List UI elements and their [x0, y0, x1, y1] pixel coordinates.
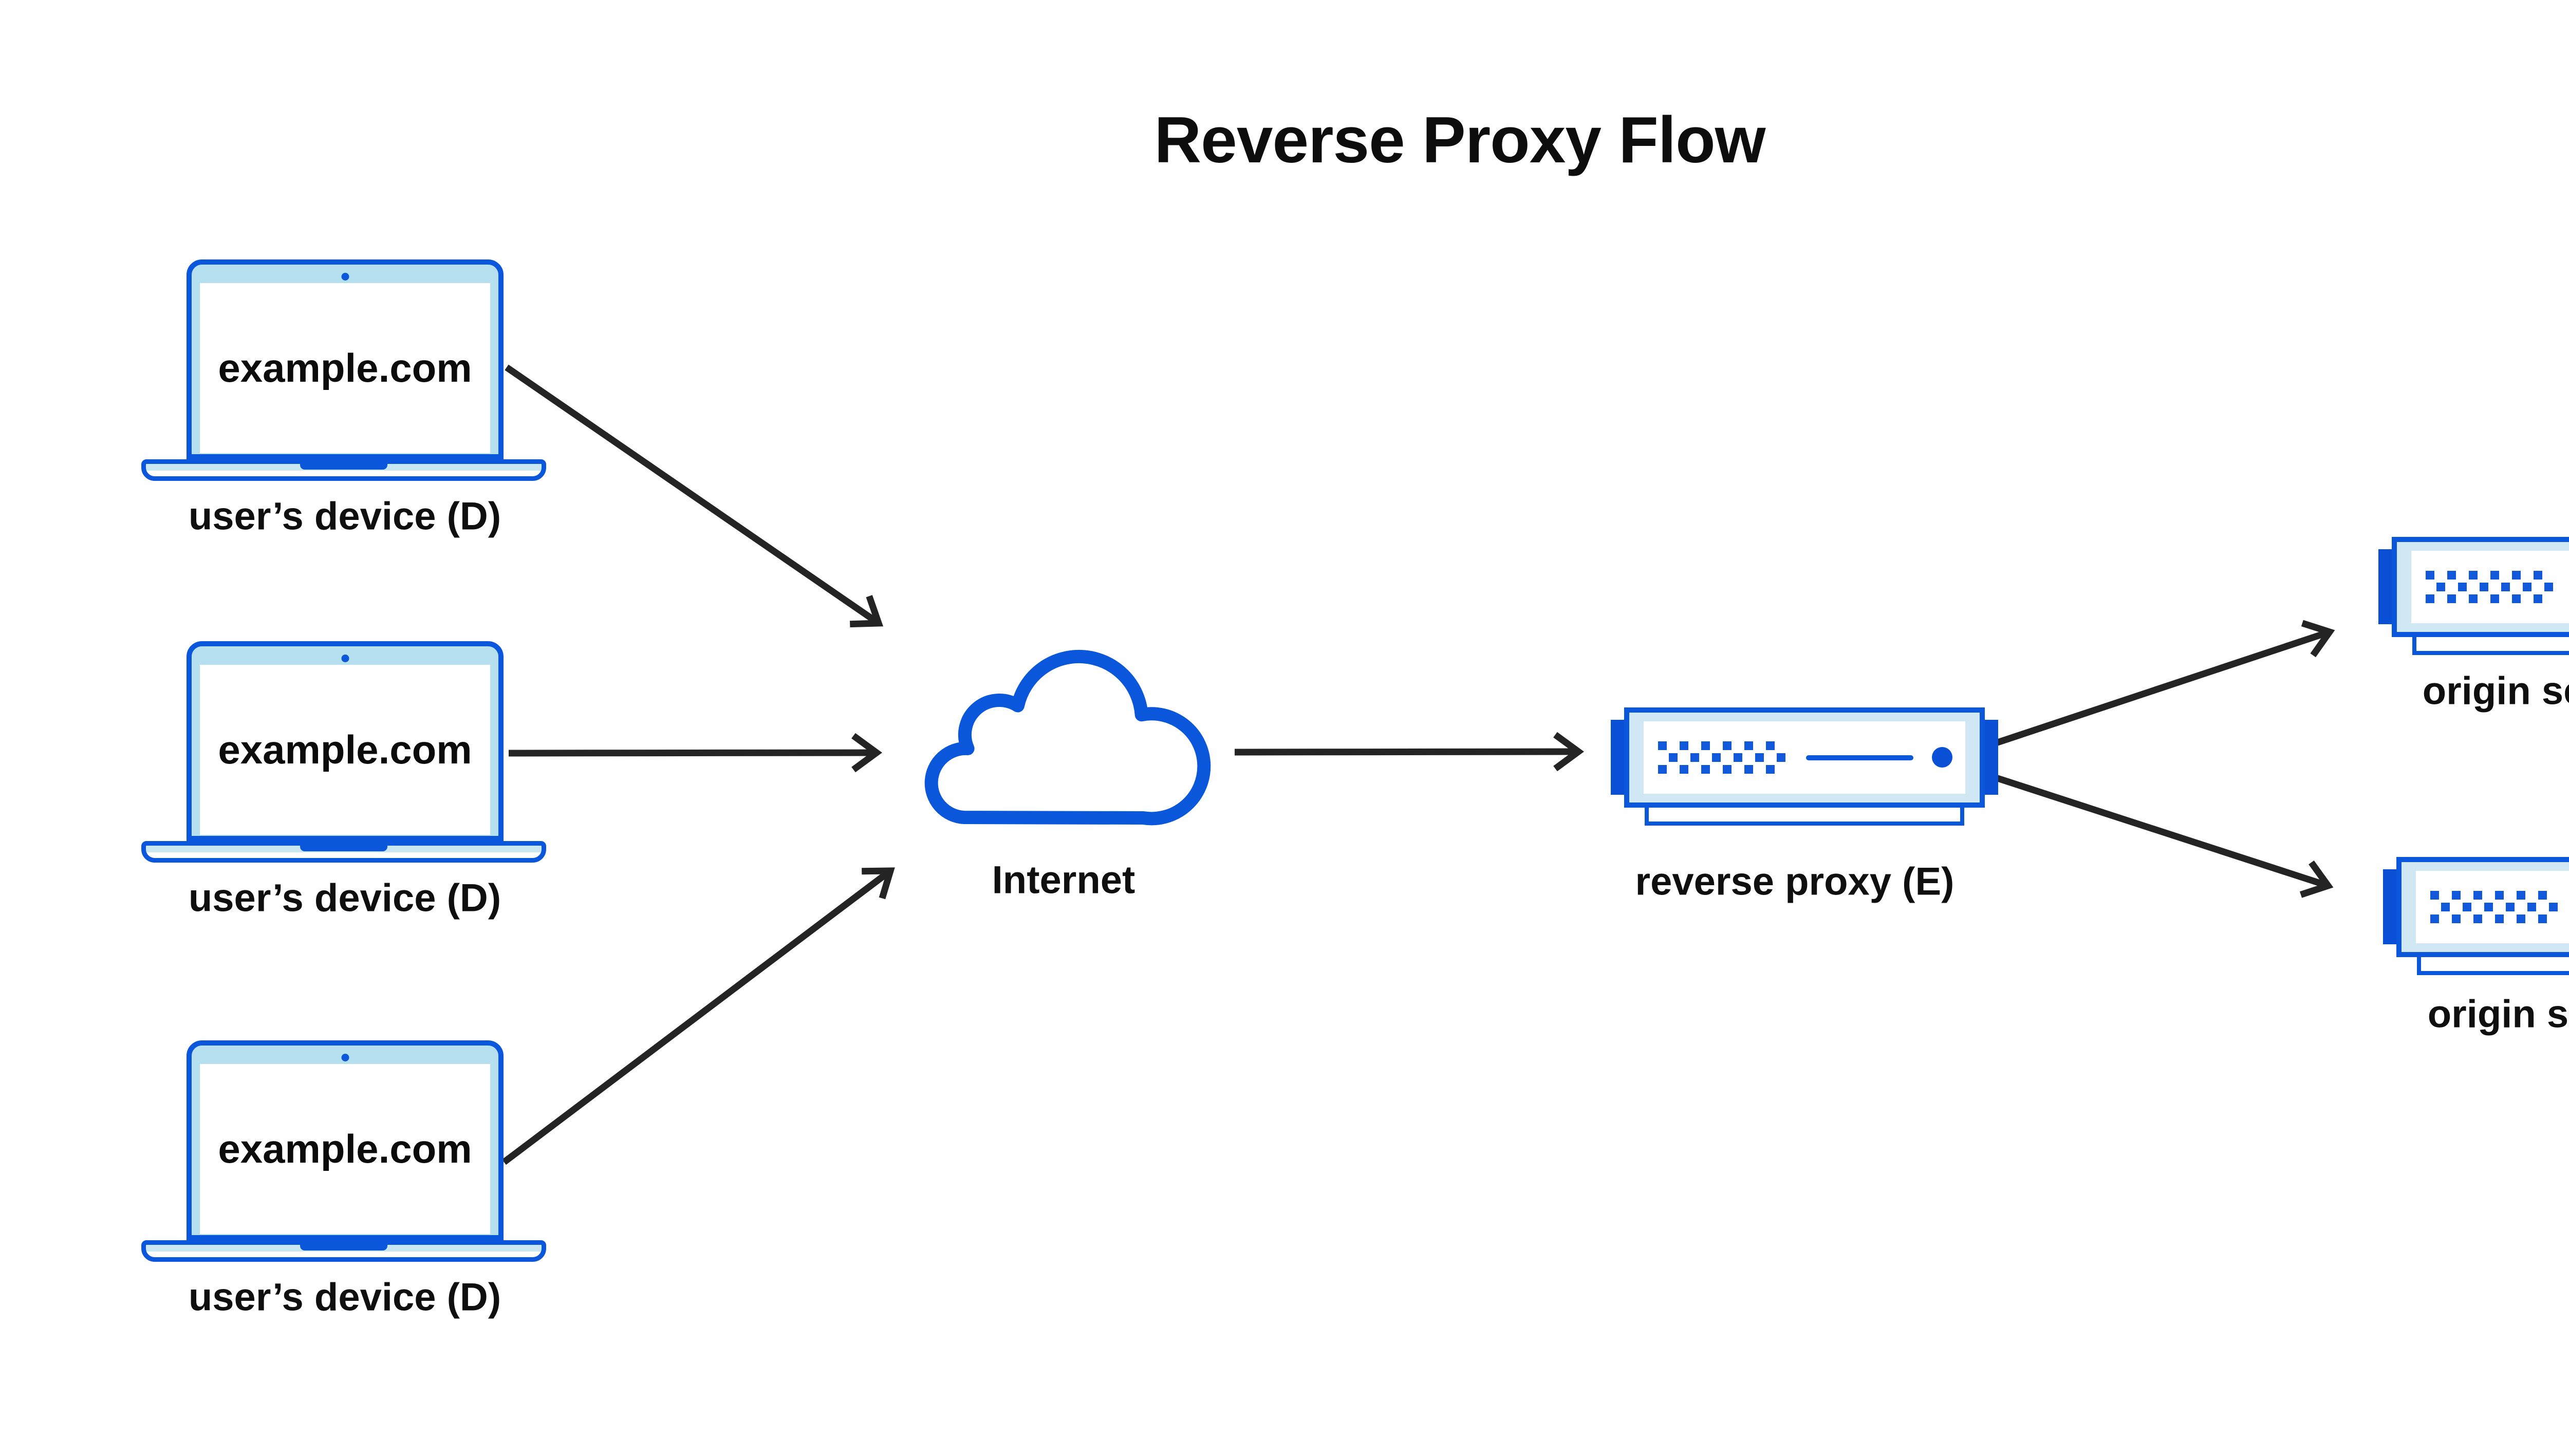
server-side-tab-icon [1983, 720, 1998, 795]
drive-slot-icon [1806, 755, 1913, 760]
server-icon [1624, 707, 1985, 808]
laptop-screen: example.com [200, 665, 490, 835]
laptop-icon: example.com [187, 1040, 504, 1240]
vent-pattern-icon [1658, 741, 1785, 774]
page-title: Reverse Proxy Flow [1154, 103, 1765, 176]
laptop-icon: example.com [187, 641, 504, 841]
origin-server-1 [2378, 537, 2569, 658]
origin-server-2-label: origin server (F) [2427, 992, 2569, 1036]
screen-url: example.com [218, 727, 472, 772]
camera-dot-icon [341, 273, 349, 281]
screen-url: example.com [218, 1126, 472, 1171]
server-icon [2396, 857, 2569, 957]
origin-server-1-label: origin server (F) [2422, 669, 2569, 713]
vent-pattern-icon [2430, 891, 2558, 923]
screen-url: example.com [218, 345, 472, 390]
user-device-2: example.com user’s device (D) [141, 641, 546, 929]
server-side-tab-icon [2383, 869, 2398, 944]
origin-server-2 [2383, 857, 2569, 978]
vent-pattern-icon [2426, 571, 2553, 603]
laptop-icon: example.com [187, 259, 504, 459]
laptop-base [141, 1240, 546, 1262]
arrow-proxy-to-origin1 [1991, 620, 2335, 748]
reverse-proxy-server [1611, 707, 1998, 828]
server-face [2411, 551, 2569, 623]
device-label: user’s device (D) [188, 876, 501, 920]
reverse-proxy-label: reverse proxy (E) [1635, 860, 1954, 904]
arrow-proxy-to-origin2 [1991, 773, 2334, 898]
server-side-tab-icon [1611, 720, 1626, 795]
laptop-notch [300, 1244, 387, 1250]
power-dot-icon [1932, 747, 1952, 768]
user-device-1: example.com user’s device (D) [141, 259, 546, 547]
device-label: user’s device (D) [188, 494, 501, 538]
server-icon [2392, 537, 2569, 637]
camera-dot-icon [341, 655, 349, 662]
device-label: user’s device (D) [188, 1275, 501, 1319]
server-face [2416, 871, 2569, 943]
arrow-device1-to-internet [505, 364, 884, 628]
cloud-icon [924, 649, 1211, 826]
user-device-3: example.com user’s device (D) [141, 1040, 546, 1328]
laptop-base [141, 459, 546, 481]
laptop-screen: example.com [200, 1064, 490, 1234]
server-face [1644, 721, 1965, 794]
laptop-screen: example.com [200, 283, 490, 453]
internet-label: Internet [992, 858, 1135, 902]
arrow-device3-to-internet [502, 867, 895, 1165]
laptop-notch [300, 463, 387, 470]
camera-dot-icon [341, 1054, 349, 1061]
laptop-base [141, 841, 546, 863]
server-side-tab-icon [2378, 549, 2394, 624]
laptop-notch [300, 845, 387, 851]
